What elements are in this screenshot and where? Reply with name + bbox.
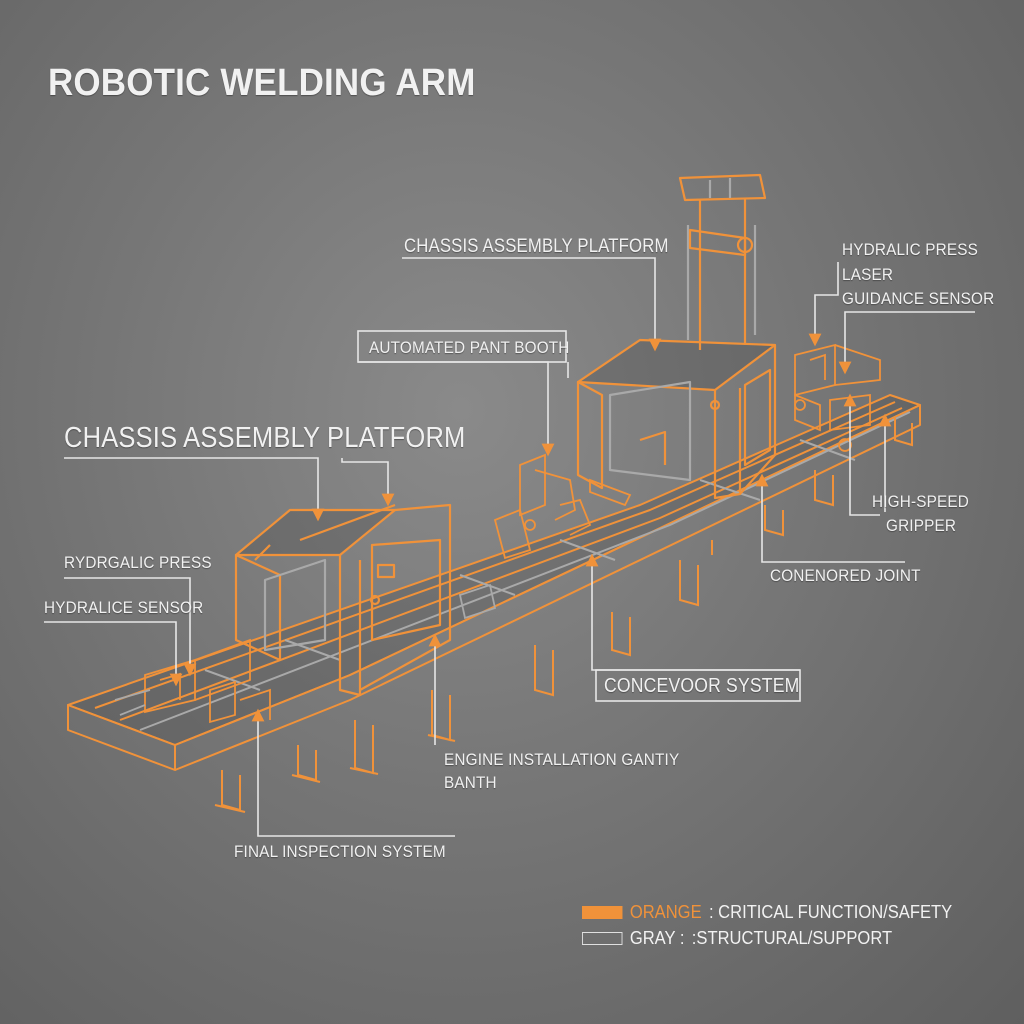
legend-row-orange: ORANGE : CRITICAL FUNCTION/SAFETY <box>582 902 952 923</box>
label-hydraulic-press-right: HYDRALIC PRESS <box>842 240 979 259</box>
label-laser-line2: GUIDANCE SENSOR <box>842 289 995 308</box>
label-joint: CONENORED JOINT <box>770 566 921 585</box>
label-boxes <box>357 330 801 702</box>
legend-gray-desc: :STRUCTURAL/SUPPORT <box>691 928 893 948</box>
legend-orange-key: ORANGE <box>629 902 702 922</box>
middle-robot <box>458 453 632 620</box>
label-chassis-platform-large: CHASSIS ASSEMBLY PLATFORM <box>64 422 466 454</box>
label-paint-booth: AUTOMATED PANT BOOTH <box>369 338 570 357</box>
legend-row-gray: GRAY : :STRUCTURAL/SUPPORT <box>582 928 892 949</box>
diagram-title: ROBOTIC WELDING ARM <box>48 62 476 104</box>
right-gantry-frame <box>576 173 777 500</box>
left-press-module <box>114 638 271 724</box>
label-engine-gantry-line1: ENGINE INSTALLATION GANTIY <box>444 750 680 769</box>
label-hydraulic-press-left: RYDRGALIC PRESS <box>64 553 212 572</box>
label-hydraulic-sensor: HYDRALICE SENSOR <box>44 598 204 617</box>
legend-orange-desc: : CRITICAL FUNCTION/SAFETY <box>708 902 953 922</box>
left-gantry-frame <box>234 503 452 697</box>
label-gripper-line2: GRIPPER <box>886 516 957 535</box>
label-engine-gantry-line2: BANTH <box>444 773 497 792</box>
label-final-inspection: FINAL INSPECTION SYSTEM <box>234 842 446 861</box>
legend-gray-key: GRAY : <box>629 928 685 948</box>
label-conveyor: CONCEVOOR SYSTEM <box>604 675 800 697</box>
orange-swatch <box>582 906 623 919</box>
gray-swatch <box>582 932 623 945</box>
label-laser-line1: LASER <box>842 265 894 284</box>
label-gripper-line1: HIGH-SPEED <box>872 492 970 511</box>
right-press-module <box>794 343 881 452</box>
support-legs <box>214 418 913 813</box>
callout-leaders <box>44 257 975 837</box>
label-chassis-platform-top: CHASSIS ASSEMBLY PLATFORM <box>404 236 669 257</box>
